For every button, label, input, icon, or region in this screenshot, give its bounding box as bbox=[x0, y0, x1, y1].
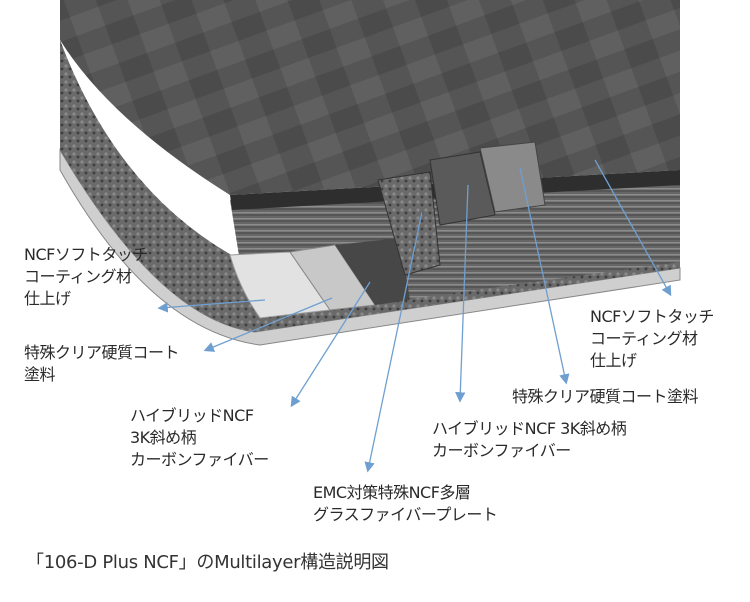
clearcoat-block bbox=[479, 141, 546, 213]
label-line: EMC対策特殊NCF多層 bbox=[313, 483, 471, 502]
top-surface bbox=[60, 0, 680, 195]
label-left-clearcoat: 特殊クリア硬質コート 塗料 bbox=[24, 342, 180, 386]
arrow-right-hybrid bbox=[455, 184, 469, 403]
label-line: コーティング材 bbox=[590, 329, 698, 348]
arrow-left-softtouch bbox=[157, 299, 266, 313]
label-line: カーボンファイバー bbox=[432, 441, 571, 460]
label-line: カーボンファイバー bbox=[130, 450, 269, 469]
label-line: ハイブリッドNCF bbox=[130, 406, 254, 425]
label-line: 仕上げ bbox=[590, 351, 637, 370]
label-line: グラスファイバープレート bbox=[313, 505, 498, 524]
label-right-softtouch: NCFソフトタッチ コーティング材 仕上げ bbox=[590, 306, 714, 372]
hybrid-step bbox=[335, 238, 410, 305]
label-line: 塗料 bbox=[24, 365, 56, 384]
label-right-hybrid: ハイブリッドNCF 3K斜め柄 カーボンファイバー bbox=[432, 418, 627, 462]
emc-block bbox=[377, 171, 441, 276]
label-line: ハイブリッドNCF 3K斜め柄 bbox=[432, 419, 627, 438]
label-line: 仕上げ bbox=[24, 289, 71, 308]
label-emc: EMC対策特殊NCF多層 グラスファイバープレート bbox=[313, 482, 498, 526]
pointer-arrows bbox=[157, 159, 672, 473]
label-line: コーティング材 bbox=[24, 267, 132, 286]
label-line: NCFソフトタッチ bbox=[24, 245, 148, 264]
label-left-hybrid: ハイブリッドNCF 3K斜め柄 カーボンファイバー bbox=[130, 405, 269, 471]
label-right-clearcoat: 特殊クリア硬質コート塗料 bbox=[512, 386, 699, 408]
hybrid-block bbox=[429, 151, 496, 226]
arrow-left-hybrid bbox=[290, 281, 371, 408]
softtouch-step bbox=[229, 251, 331, 319]
label-left-softtouch: NCFソフトタッチ コーティング材 仕上げ bbox=[24, 244, 148, 310]
arrow-left-clearcoat bbox=[203, 297, 333, 352]
label-line: 特殊クリア硬質コート塗料 bbox=[512, 387, 699, 406]
figure-caption: 「106-D Plus NCF」のMultilayer構造説明図 bbox=[26, 552, 389, 573]
label-line: 3K斜め柄 bbox=[130, 428, 197, 447]
arrow-right-softtouch bbox=[594, 159, 672, 297]
arrow-right-clearcoat bbox=[519, 167, 570, 385]
label-line: NCFソフトタッチ bbox=[590, 307, 714, 326]
arrow-emc bbox=[364, 211, 423, 473]
label-line: 特殊クリア硬質コート bbox=[24, 343, 180, 362]
